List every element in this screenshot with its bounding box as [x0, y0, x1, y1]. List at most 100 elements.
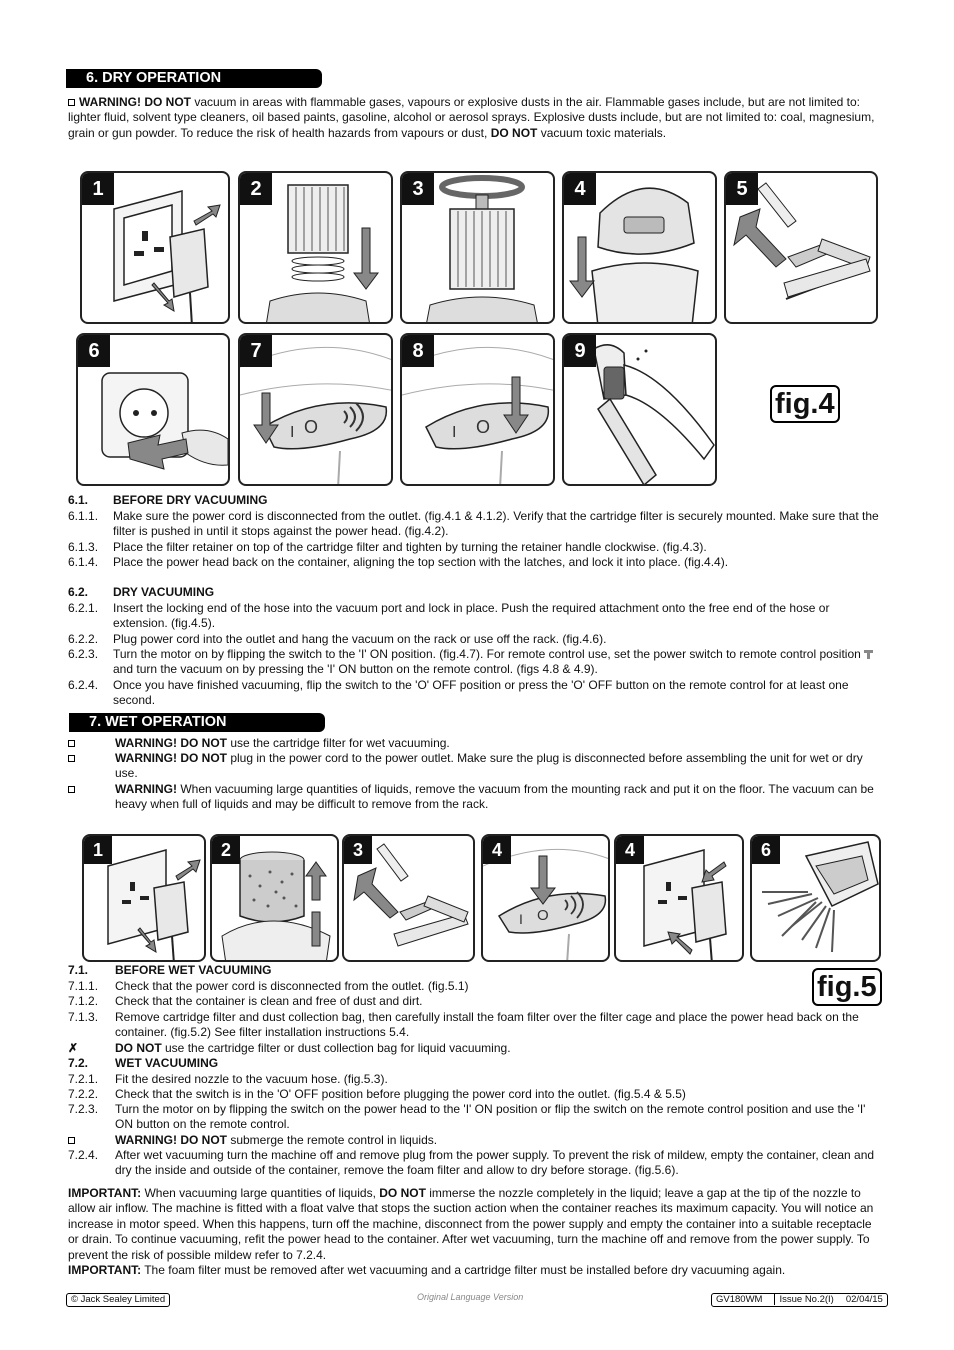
cross-mark-icon: ✗ — [68, 1041, 79, 1055]
section-7-title: 7. WET OPERATION — [89, 714, 227, 730]
important-label: IMPORTANT: — [68, 1186, 142, 1200]
item-number: 6.1.1. — [68, 509, 99, 523]
heading-title: BEFORE WET VACUUMING — [115, 963, 272, 977]
important-text: When vacuuming large quantities of liqui… — [141, 1186, 380, 1200]
emptying-container-icon — [762, 841, 879, 953]
item-6-2-1: 6.2.1. Insert the locking end of the hos… — [68, 601, 883, 631]
item-number: 7.2.3. — [68, 1102, 99, 1116]
checkbox-bullet-icon — [68, 751, 79, 766]
item-text: Once you have finished vacuuming, flip t… — [113, 678, 849, 708]
panel-number: 4 — [483, 836, 511, 864]
heading-7-1: 7.1. BEFORE WET VACUUMING — [68, 963, 883, 978]
heading-number: 7.1. — [68, 963, 89, 977]
footer-copyright: © Jack Sealey Limited — [66, 1293, 171, 1307]
item-6-2-4: 6.2.4. Once you have finished vacuuming,… — [68, 678, 883, 708]
panel-number: 5 — [726, 173, 758, 205]
heading-6-2: 6.2. DRY VACUUMING — [68, 585, 883, 600]
section-6-warning: WARNING! DO NOT vacuum in areas with fla… — [68, 95, 883, 141]
fig4-panel-2: 2 — [238, 171, 393, 324]
fig4-panel-6: 6 — [76, 333, 230, 486]
item-number: 7.2.2. — [68, 1087, 99, 1101]
fig4-panel-8: 8 I O — [400, 333, 555, 486]
svg-text:I: I — [519, 911, 523, 927]
panel-number: 3 — [402, 173, 434, 205]
panel-number: 4 — [616, 836, 644, 864]
warning-text: use the cartridge filter for wet vacuumi… — [227, 736, 450, 750]
warning-text: vacuum in areas with flammable gases, va… — [68, 95, 875, 140]
cross-note: ✗ DO NOT use the cartridge filter or dus… — [68, 1041, 883, 1056]
wall-socket-unplug-icon — [107, 849, 201, 960]
important-text-end: immerse the nozzle completely in the liq… — [68, 1186, 874, 1262]
item-text-end: and turn the vacuum on by pressing the '… — [113, 662, 598, 677]
wet-warning-2: WARNING! DO NOT plug in the power cord t… — [68, 751, 883, 781]
power-switch-off-icon: I O — [483, 848, 608, 960]
fig5-label: fig.5 — [812, 968, 882, 1006]
heading-7-2: 7.2. WET VACUUMING — [68, 1056, 883, 1071]
panel-number: 1 — [84, 836, 112, 864]
checkbox-bullet-icon — [68, 1133, 79, 1148]
important-note-2: IMPORTANT: The foam filter must be remov… — [68, 1263, 883, 1278]
item-6-1-1: 6.1.1. Make sure the power cord is disco… — [68, 509, 883, 539]
checkbox-bullet-icon — [68, 782, 79, 797]
panel-number: 8 — [402, 335, 434, 367]
remote-position-icon — [864, 650, 874, 659]
item-number: 7.1.1. — [68, 979, 99, 993]
svg-text:I: I — [452, 424, 456, 441]
svg-text:I: I — [290, 424, 294, 441]
foam-filter-icon — [221, 851, 331, 960]
warning-text: plug in the power cord to the power outl… — [115, 751, 863, 781]
section-7-header: 7. WET OPERATION — [69, 713, 325, 732]
warning-label: WARNING! DO NOT — [115, 751, 227, 765]
item-number: 6.1.4. — [68, 555, 99, 569]
item-number: 7.2.4. — [68, 1148, 99, 1162]
item-number: 7.2.1. — [68, 1072, 99, 1086]
section-6-header: 6. DRY OPERATION — [66, 69, 322, 88]
panel-number: 2 — [212, 836, 240, 864]
svg-text:O: O — [476, 417, 490, 437]
hand-with-remote-icon — [593, 344, 715, 484]
important-text: The foam filter must be removed after we… — [141, 1263, 786, 1277]
panel-number: 9 — [564, 335, 596, 367]
item-text: Check that the power cord is disconnecte… — [115, 979, 469, 993]
item-text: Remove cartridge filter and dust collect… — [115, 1010, 859, 1040]
item-6-1-3: 6.1.3. Place the filter retainer on top … — [68, 540, 883, 555]
item-7-1-2: 7.1.2. Check that the container is clean… — [68, 994, 883, 1009]
note-label: DO NOT — [115, 1041, 162, 1055]
checkbox-bullet-icon — [68, 99, 75, 106]
note-text: use the cartridge filter or dust collect… — [161, 1041, 511, 1055]
fig5-panel-2: 2 — [210, 834, 339, 962]
item-number: 7.1.3. — [68, 1010, 99, 1024]
power-switch-on-icon: I O — [240, 346, 391, 484]
heading-number: 6.2. — [68, 585, 89, 599]
svg-text:O: O — [537, 907, 549, 924]
panel-number: 2 — [240, 173, 272, 205]
plug-in-socket-icon — [101, 372, 228, 470]
wall-socket-plug-icon — [643, 849, 727, 960]
warning-text: submerge the remote control in liquids. — [227, 1133, 438, 1147]
item-number: 6.2.2. — [68, 632, 99, 646]
item-number: 6.2.4. — [68, 678, 99, 692]
warning-label: WARNING! DO NOT — [115, 1133, 227, 1147]
heading-title: WET VACUUMING — [115, 1056, 219, 1070]
item-7-2-2: 7.2.2. Check that the switch is in the '… — [68, 1087, 883, 1102]
panel-number: 6 — [752, 836, 780, 864]
warning-label: WARNING! DO NOT — [115, 736, 227, 750]
remote-switch-icon: I O — [402, 346, 553, 484]
warning-text: When vacuuming large quantities of liqui… — [115, 782, 874, 812]
fig5-panel-4b: 4 — [614, 834, 744, 962]
cartridge-filter-icon — [266, 184, 379, 322]
important-note-1: IMPORTANT: When vacuuming large quantiti… — [68, 1186, 883, 1263]
footer-model: GV180WM — [712, 1294, 776, 1305]
item-7-2-4: 7.2.4. After wet vacuuming turn the mach… — [68, 1148, 883, 1178]
power-head-icon — [569, 187, 699, 322]
item-7-2-1: 7.2.1. Fit the desired nozzle to the vac… — [68, 1072, 883, 1087]
item-text: Place the power head back on the contain… — [113, 555, 729, 569]
panel-number: 6 — [78, 335, 110, 367]
nozzle-attachment-icon — [353, 843, 469, 947]
warning-bold: DO NOT — [490, 125, 538, 140]
svg-text:O: O — [304, 417, 318, 437]
item-text: Insert the locking end of the hose into … — [113, 601, 830, 631]
fig4-panel-9: 9 — [562, 333, 717, 486]
panel-number: 3 — [344, 836, 372, 864]
